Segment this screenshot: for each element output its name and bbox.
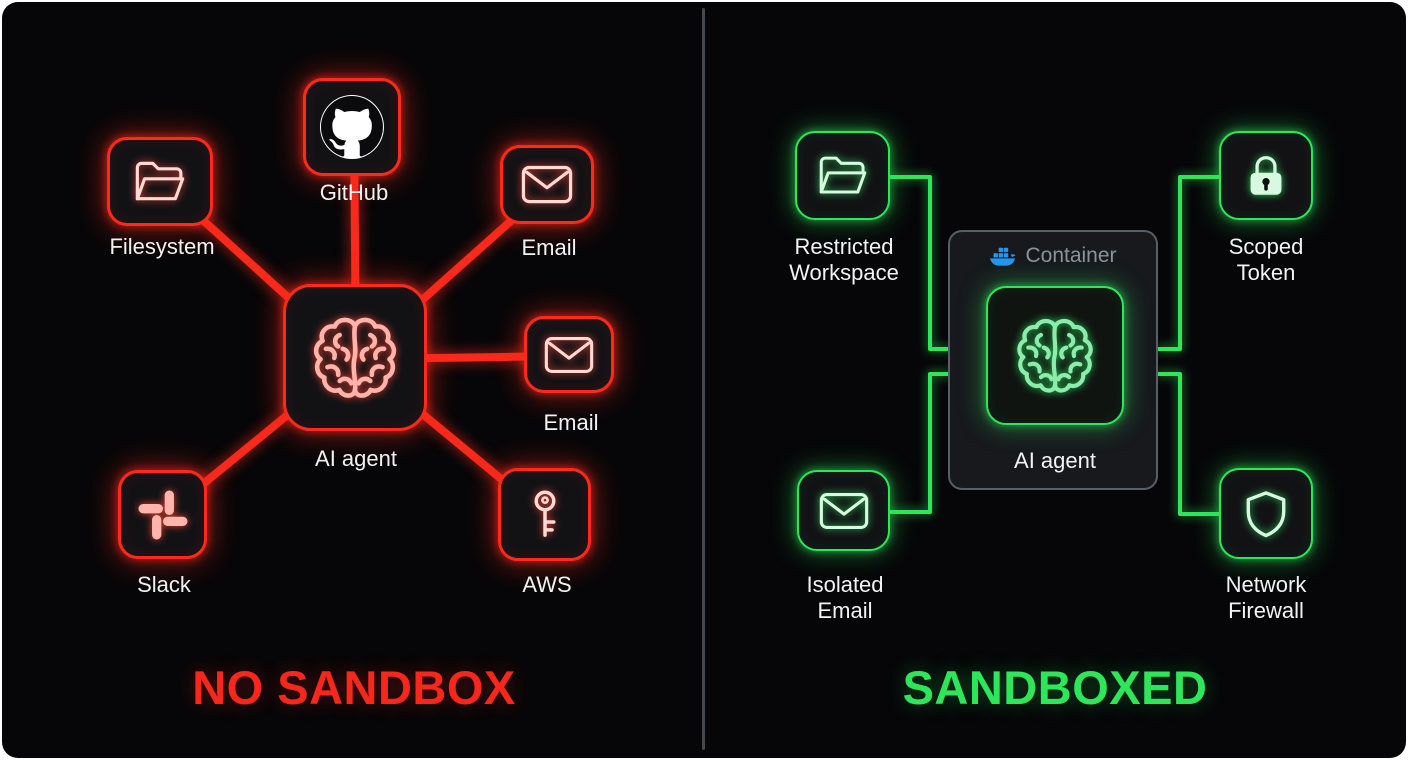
envelope-icon bbox=[521, 165, 573, 204]
node-label-ai-agent-left: AI agent bbox=[315, 446, 397, 471]
envelope-icon bbox=[544, 336, 594, 373]
node-email-right bbox=[524, 316, 614, 393]
connection-line-network-firewall bbox=[1156, 372, 1221, 516]
connection-line-scoped-token bbox=[1156, 175, 1221, 351]
node-label-restricted-workspace: Restricted Workspace bbox=[789, 234, 899, 285]
github-logo-background bbox=[320, 95, 384, 159]
node-filesystem bbox=[107, 137, 213, 226]
slack-icon bbox=[138, 490, 187, 539]
container-label: Container bbox=[1025, 244, 1117, 267]
node-label-email-top: Email bbox=[521, 235, 577, 260]
container-header: Container bbox=[948, 244, 1158, 268]
node-ai-agent-left bbox=[283, 284, 427, 431]
title-sandboxed: SANDBOXED bbox=[902, 661, 1208, 714]
envelope-icon bbox=[819, 492, 868, 529]
node-aws bbox=[498, 468, 591, 561]
node-ai-agent-right bbox=[986, 286, 1124, 425]
node-email-top bbox=[500, 145, 594, 224]
panel-divider bbox=[702, 8, 705, 750]
folder-icon bbox=[819, 156, 866, 194]
node-label-aws: AWS bbox=[522, 572, 572, 597]
node-isolated-email bbox=[797, 470, 890, 551]
node-label-ai-agent-right: AI agent bbox=[1014, 448, 1096, 473]
node-scoped-token bbox=[1219, 131, 1313, 220]
node-label-network-firewall: Network Firewall bbox=[1225, 572, 1307, 623]
key-icon bbox=[534, 490, 555, 537]
brain-icon bbox=[313, 317, 397, 398]
node-label-github: GitHub bbox=[319, 180, 389, 205]
lock-icon bbox=[1250, 155, 1282, 195]
docker-icon bbox=[990, 247, 1016, 266]
github-icon bbox=[321, 96, 383, 157]
connection-line-restricted-workspace bbox=[888, 175, 952, 351]
node-label-email-right: Email bbox=[543, 410, 599, 435]
connection-line-isolated-email bbox=[888, 372, 952, 514]
brain-icon bbox=[1017, 318, 1093, 393]
green-connection-lines bbox=[888, 175, 1221, 516]
node-label-isolated-email: Isolated Email bbox=[806, 572, 884, 623]
node-restricted-workspace bbox=[795, 131, 890, 220]
node-github bbox=[303, 78, 401, 176]
node-label-slack: Slack bbox=[137, 572, 191, 597]
node-label-filesystem: Filesystem bbox=[109, 234, 215, 259]
node-slack bbox=[118, 470, 207, 559]
title-no-sandbox: NO SANDBOX bbox=[192, 661, 516, 714]
folder-icon bbox=[135, 161, 185, 201]
node-label-scoped-token: Scoped Token bbox=[1228, 234, 1304, 285]
shield-icon bbox=[1246, 490, 1286, 537]
node-network-firewall bbox=[1219, 468, 1313, 559]
